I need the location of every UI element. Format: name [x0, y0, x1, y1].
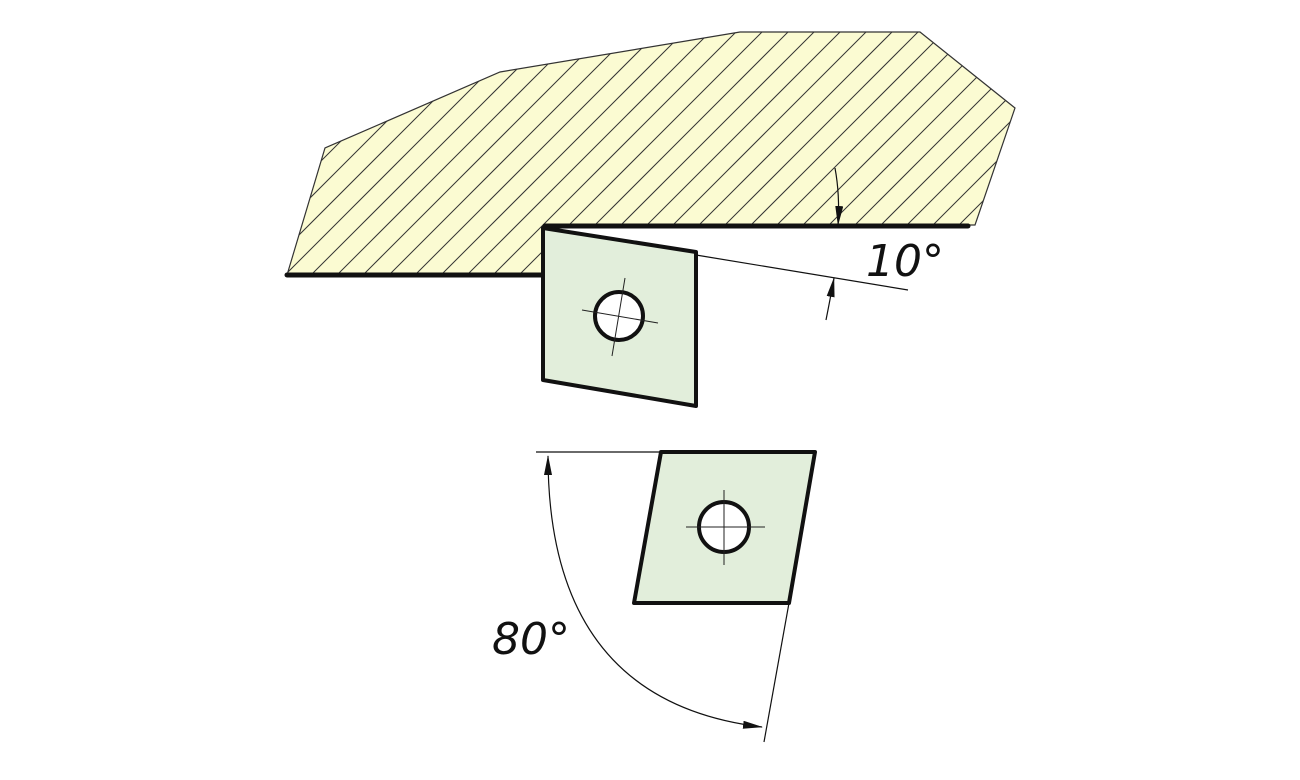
- hatch-line: [415, 32, 717, 275]
- hatch-line: [389, 32, 691, 275]
- angle-dimension-80: 80°: [492, 451, 790, 743]
- hatch-line: [987, 32, 1015, 275]
- dimension-arc-10-lower: [825, 277, 835, 321]
- extension-line-10: [695, 254, 909, 291]
- insert-side-view: [541, 226, 698, 408]
- hatch-line: [467, 32, 769, 275]
- dimension-arc-80: [544, 455, 763, 729]
- insert-top-view: [632, 450, 817, 605]
- angle-label-80: 80°: [492, 614, 570, 665]
- insert-side-centerline-h: [581, 309, 659, 324]
- hatch-line: [961, 32, 1015, 275]
- angle-label-10: 10°: [866, 236, 944, 287]
- hatch-line: [287, 32, 327, 275]
- insert-side-centerline-v: [611, 277, 626, 357]
- hatch-line: [287, 32, 301, 275]
- extension-line-80-side: [763, 602, 790, 743]
- dimension-arc-10-upper: [834, 167, 844, 226]
- hatch-line: [441, 32, 743, 275]
- angle-dimension-10: 10°: [695, 167, 944, 321]
